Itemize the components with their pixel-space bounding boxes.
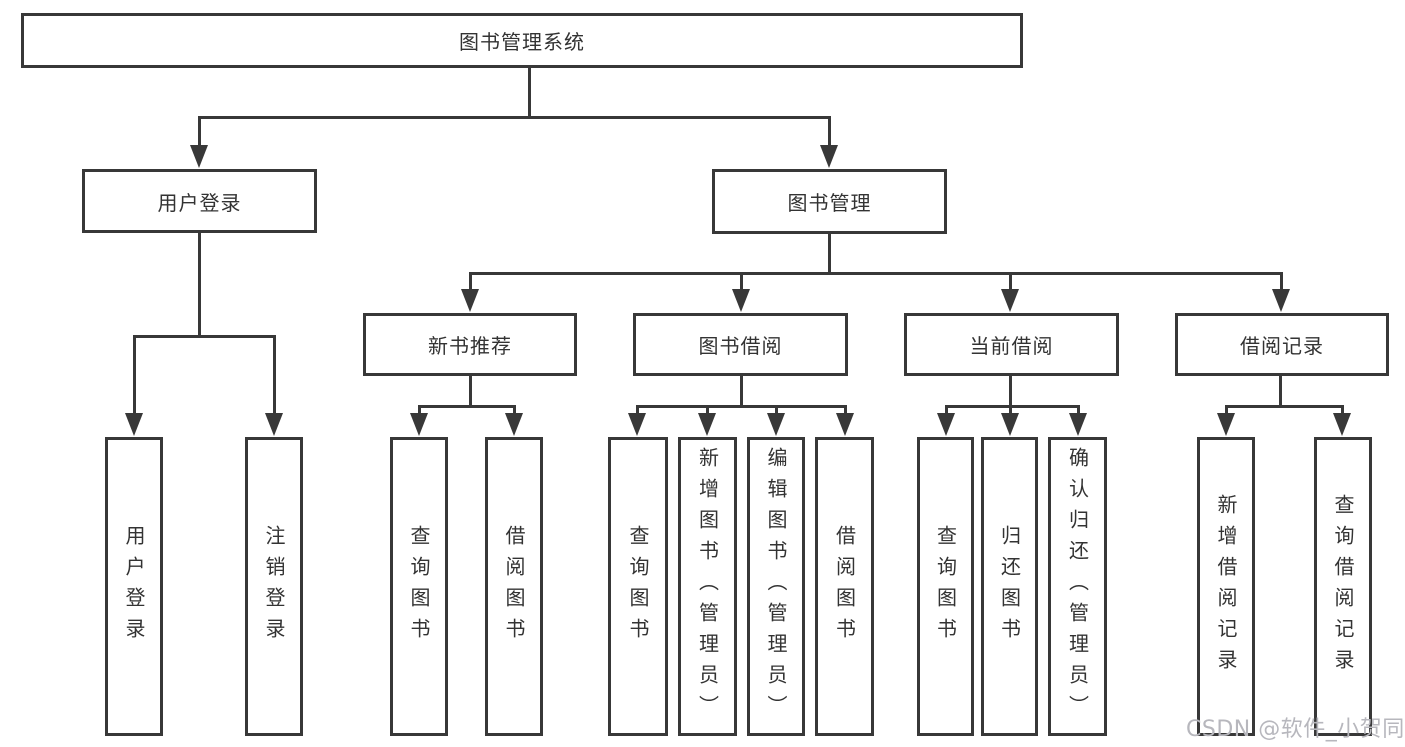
connector-hline xyxy=(133,335,276,338)
leaf-user-login: 用户登录 xyxy=(105,437,163,736)
arrowhead-icon xyxy=(125,413,143,436)
leaf-query-books-recommend-label: 查询图书 xyxy=(407,524,431,649)
arrowhead-icon xyxy=(1272,289,1290,312)
leaf-query-borrow-record: 查询借阅记录 xyxy=(1314,437,1372,736)
connector-vline xyxy=(775,405,778,417)
arrowhead-icon xyxy=(1217,413,1235,436)
connector-vline xyxy=(469,272,472,290)
arrowhead-icon xyxy=(1333,413,1351,436)
leaf-user-login-label: 用户登录 xyxy=(122,524,146,649)
leaf-logout-login: 注销登录 xyxy=(245,437,303,736)
node-user-login: 用户登录 xyxy=(82,169,317,233)
arrowhead-icon xyxy=(1069,413,1087,436)
arrowhead-icon xyxy=(1001,413,1019,436)
root-node-label: 图书管理系统 xyxy=(459,30,585,54)
leaf-borrow-books-recommend: 借阅图书 xyxy=(485,437,543,736)
connector-hline xyxy=(198,116,831,119)
node-book-borrowing: 图书借阅 xyxy=(633,313,848,376)
connector-vline xyxy=(828,116,831,148)
leaf-query-books-current-label: 查询图书 xyxy=(933,524,958,649)
node-new-book-recommendation-label: 新书推荐 xyxy=(428,334,512,358)
leaf-return-books: 归还图书 xyxy=(981,437,1038,736)
connector-vline xyxy=(945,405,948,417)
node-book-management-label: 图书管理 xyxy=(787,191,872,215)
node-book-borrowing-label: 图书借阅 xyxy=(698,334,783,358)
arrowhead-icon xyxy=(410,413,428,436)
arrowhead-icon xyxy=(836,413,854,436)
connector-vline xyxy=(1009,376,1012,408)
connector-vline xyxy=(740,376,743,408)
connector-vline xyxy=(1077,405,1080,417)
leaf-logout-login-label: 注销登录 xyxy=(262,524,286,649)
leaf-borrow-books-borrowing-label: 借阅图书 xyxy=(832,524,857,649)
watermark-text: CSDN @软件_小贺同学 xyxy=(1186,717,1405,742)
leaf-borrow-books-recommend-label: 借阅图书 xyxy=(502,524,526,649)
arrowhead-icon xyxy=(732,289,750,312)
node-current-borrowing: 当前借阅 xyxy=(904,313,1119,376)
node-borrowing-records: 借阅记录 xyxy=(1175,313,1389,376)
leaf-edit-book-admin-label: 编辑图书（管理员） xyxy=(764,447,788,726)
connector-vline xyxy=(1009,272,1012,290)
arrowhead-icon xyxy=(628,413,646,436)
connector-vline xyxy=(198,116,201,148)
leaf-query-books-borrowing: 查询图书 xyxy=(608,437,668,736)
arrowhead-icon xyxy=(265,413,283,436)
connector-vline xyxy=(1280,272,1283,290)
connector-vline xyxy=(1279,376,1282,408)
leaf-add-book-admin: 新增图书（管理员） xyxy=(678,437,737,736)
arrowhead-icon xyxy=(820,145,838,168)
arrowhead-icon xyxy=(937,413,955,436)
connector-vline xyxy=(513,405,516,417)
leaf-add-borrow-record: 新增借阅记录 xyxy=(1197,437,1255,736)
connector-vline xyxy=(418,405,421,417)
connector-hline xyxy=(636,405,846,408)
connector-hline xyxy=(469,272,1283,275)
connector-vline xyxy=(469,376,472,408)
leaf-query-books-recommend: 查询图书 xyxy=(390,437,448,736)
leaf-borrow-books-borrowing: 借阅图书 xyxy=(815,437,874,736)
node-user-login-label: 用户登录 xyxy=(157,190,242,215)
leaf-edit-book-admin: 编辑图书（管理员） xyxy=(747,437,805,736)
connector-vline xyxy=(1009,405,1012,417)
connector-vline xyxy=(706,405,709,417)
connector-vline xyxy=(1341,405,1344,417)
node-borrowing-records-label: 借阅记录 xyxy=(1240,334,1324,358)
leaf-add-borrow-record-label: 新增借阅记录 xyxy=(1214,493,1238,680)
connector-hline xyxy=(1225,405,1343,408)
arrowhead-icon xyxy=(190,145,208,168)
arrowhead-icon xyxy=(1001,289,1019,312)
leaf-confirm-return-admin-label: 确认归还（管理员） xyxy=(1065,447,1090,726)
connector-vline xyxy=(133,335,136,413)
arrowhead-icon xyxy=(767,413,785,436)
arrowhead-icon xyxy=(461,289,479,312)
node-book-management: 图书管理 xyxy=(712,169,947,234)
connector-vline xyxy=(828,234,831,275)
connector-vline xyxy=(844,405,847,417)
connector-hline xyxy=(418,405,516,408)
root-node: 图书管理系统 xyxy=(21,13,1023,68)
leaf-query-books-current: 查询图书 xyxy=(917,437,974,736)
leaf-query-borrow-record-label: 查询借阅记录 xyxy=(1331,493,1355,680)
connector-vline xyxy=(1225,405,1228,417)
connector-vline xyxy=(273,335,276,413)
leaf-add-book-admin-label: 新增图书（管理员） xyxy=(695,447,720,726)
connector-vline xyxy=(740,272,743,290)
node-current-borrowing-label: 当前借阅 xyxy=(969,334,1054,358)
leaf-query-books-borrowing-label: 查询图书 xyxy=(626,524,650,649)
arrowhead-icon xyxy=(505,413,523,436)
leaf-return-books-label: 归还图书 xyxy=(997,524,1022,649)
arrowhead-icon xyxy=(698,413,716,436)
connector-vline xyxy=(636,405,639,417)
connector-vline xyxy=(198,233,201,337)
node-new-book-recommendation: 新书推荐 xyxy=(363,313,577,376)
connector-vline xyxy=(528,68,531,118)
connector-hline xyxy=(945,405,1079,408)
leaf-confirm-return-admin: 确认归还（管理员） xyxy=(1048,437,1107,736)
